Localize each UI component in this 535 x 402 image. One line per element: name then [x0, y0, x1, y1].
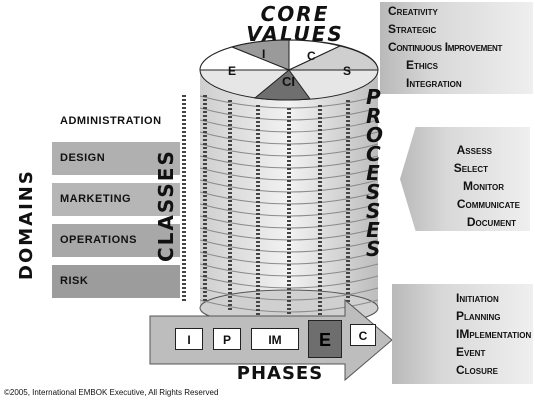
processes-label: PROCESSES: [360, 85, 386, 261]
phase-cell-p: P: [213, 328, 241, 350]
phases-title: PHASES: [236, 363, 324, 384]
processes-letter: PROCESSES: [366, 85, 384, 261]
core-value-item: Creativity: [388, 4, 438, 18]
core-values-title-line1: CORE: [260, 2, 330, 26]
core-values-list: Creativity Strategic Continuous Improvem…: [380, 2, 533, 94]
pie-label: I: [262, 47, 266, 61]
phase-item: Closure: [456, 363, 499, 377]
process-item: Document: [466, 215, 516, 229]
phases-list: Initiation Planning IMplementation Event…: [392, 284, 533, 384]
pie-label: CI: [282, 74, 295, 89]
domains-label: DOMAINS: [16, 169, 37, 280]
processes-list: Assess Select Monitor Communicate Docume…: [400, 127, 530, 231]
core-values-title: CORE VALUES: [225, 4, 365, 44]
phase-cell-im: IM: [251, 328, 299, 350]
pie-label: S: [343, 64, 352, 78]
core-value-item: Strategic: [388, 22, 437, 36]
domain-row-administration: ADMINISTRATION: [52, 105, 180, 138]
phase-cell-i: I: [175, 328, 203, 350]
process-item: Monitor: [463, 179, 504, 193]
process-item: Select: [453, 161, 488, 175]
copyright-text: ©2005, International EMBOK Executive, Al…: [4, 388, 219, 397]
phase-item: Planning: [456, 309, 501, 323]
core-value-item: Ethics: [406, 58, 439, 72]
phase-cell-e: E: [308, 320, 342, 358]
cylinder-columns: [182, 95, 350, 322]
core-value-item: Integration: [406, 76, 462, 90]
phase-cell-c: C: [350, 324, 376, 346]
classes-label: CLASSES: [154, 149, 178, 262]
domain-row-design: DESIGN: [52, 142, 180, 175]
domain-row-marketing: MARKETING: [52, 183, 180, 216]
process-item: Communicate: [456, 197, 520, 211]
domain-row-operations: OPERATIONS: [52, 224, 180, 257]
core-value-item: Continuous Improvement: [388, 40, 503, 54]
phase-item: Event: [456, 345, 486, 359]
core-values-title-line2: VALUES: [246, 22, 344, 46]
phase-item: Initiation: [456, 291, 499, 305]
pie-label: C: [307, 49, 316, 63]
process-item: Assess: [456, 143, 492, 157]
core-values-pie: [199, 39, 379, 101]
phase-item: IMplementation: [456, 327, 532, 341]
domain-row-risk: RISK: [52, 265, 180, 298]
pie-label: E: [228, 64, 237, 78]
